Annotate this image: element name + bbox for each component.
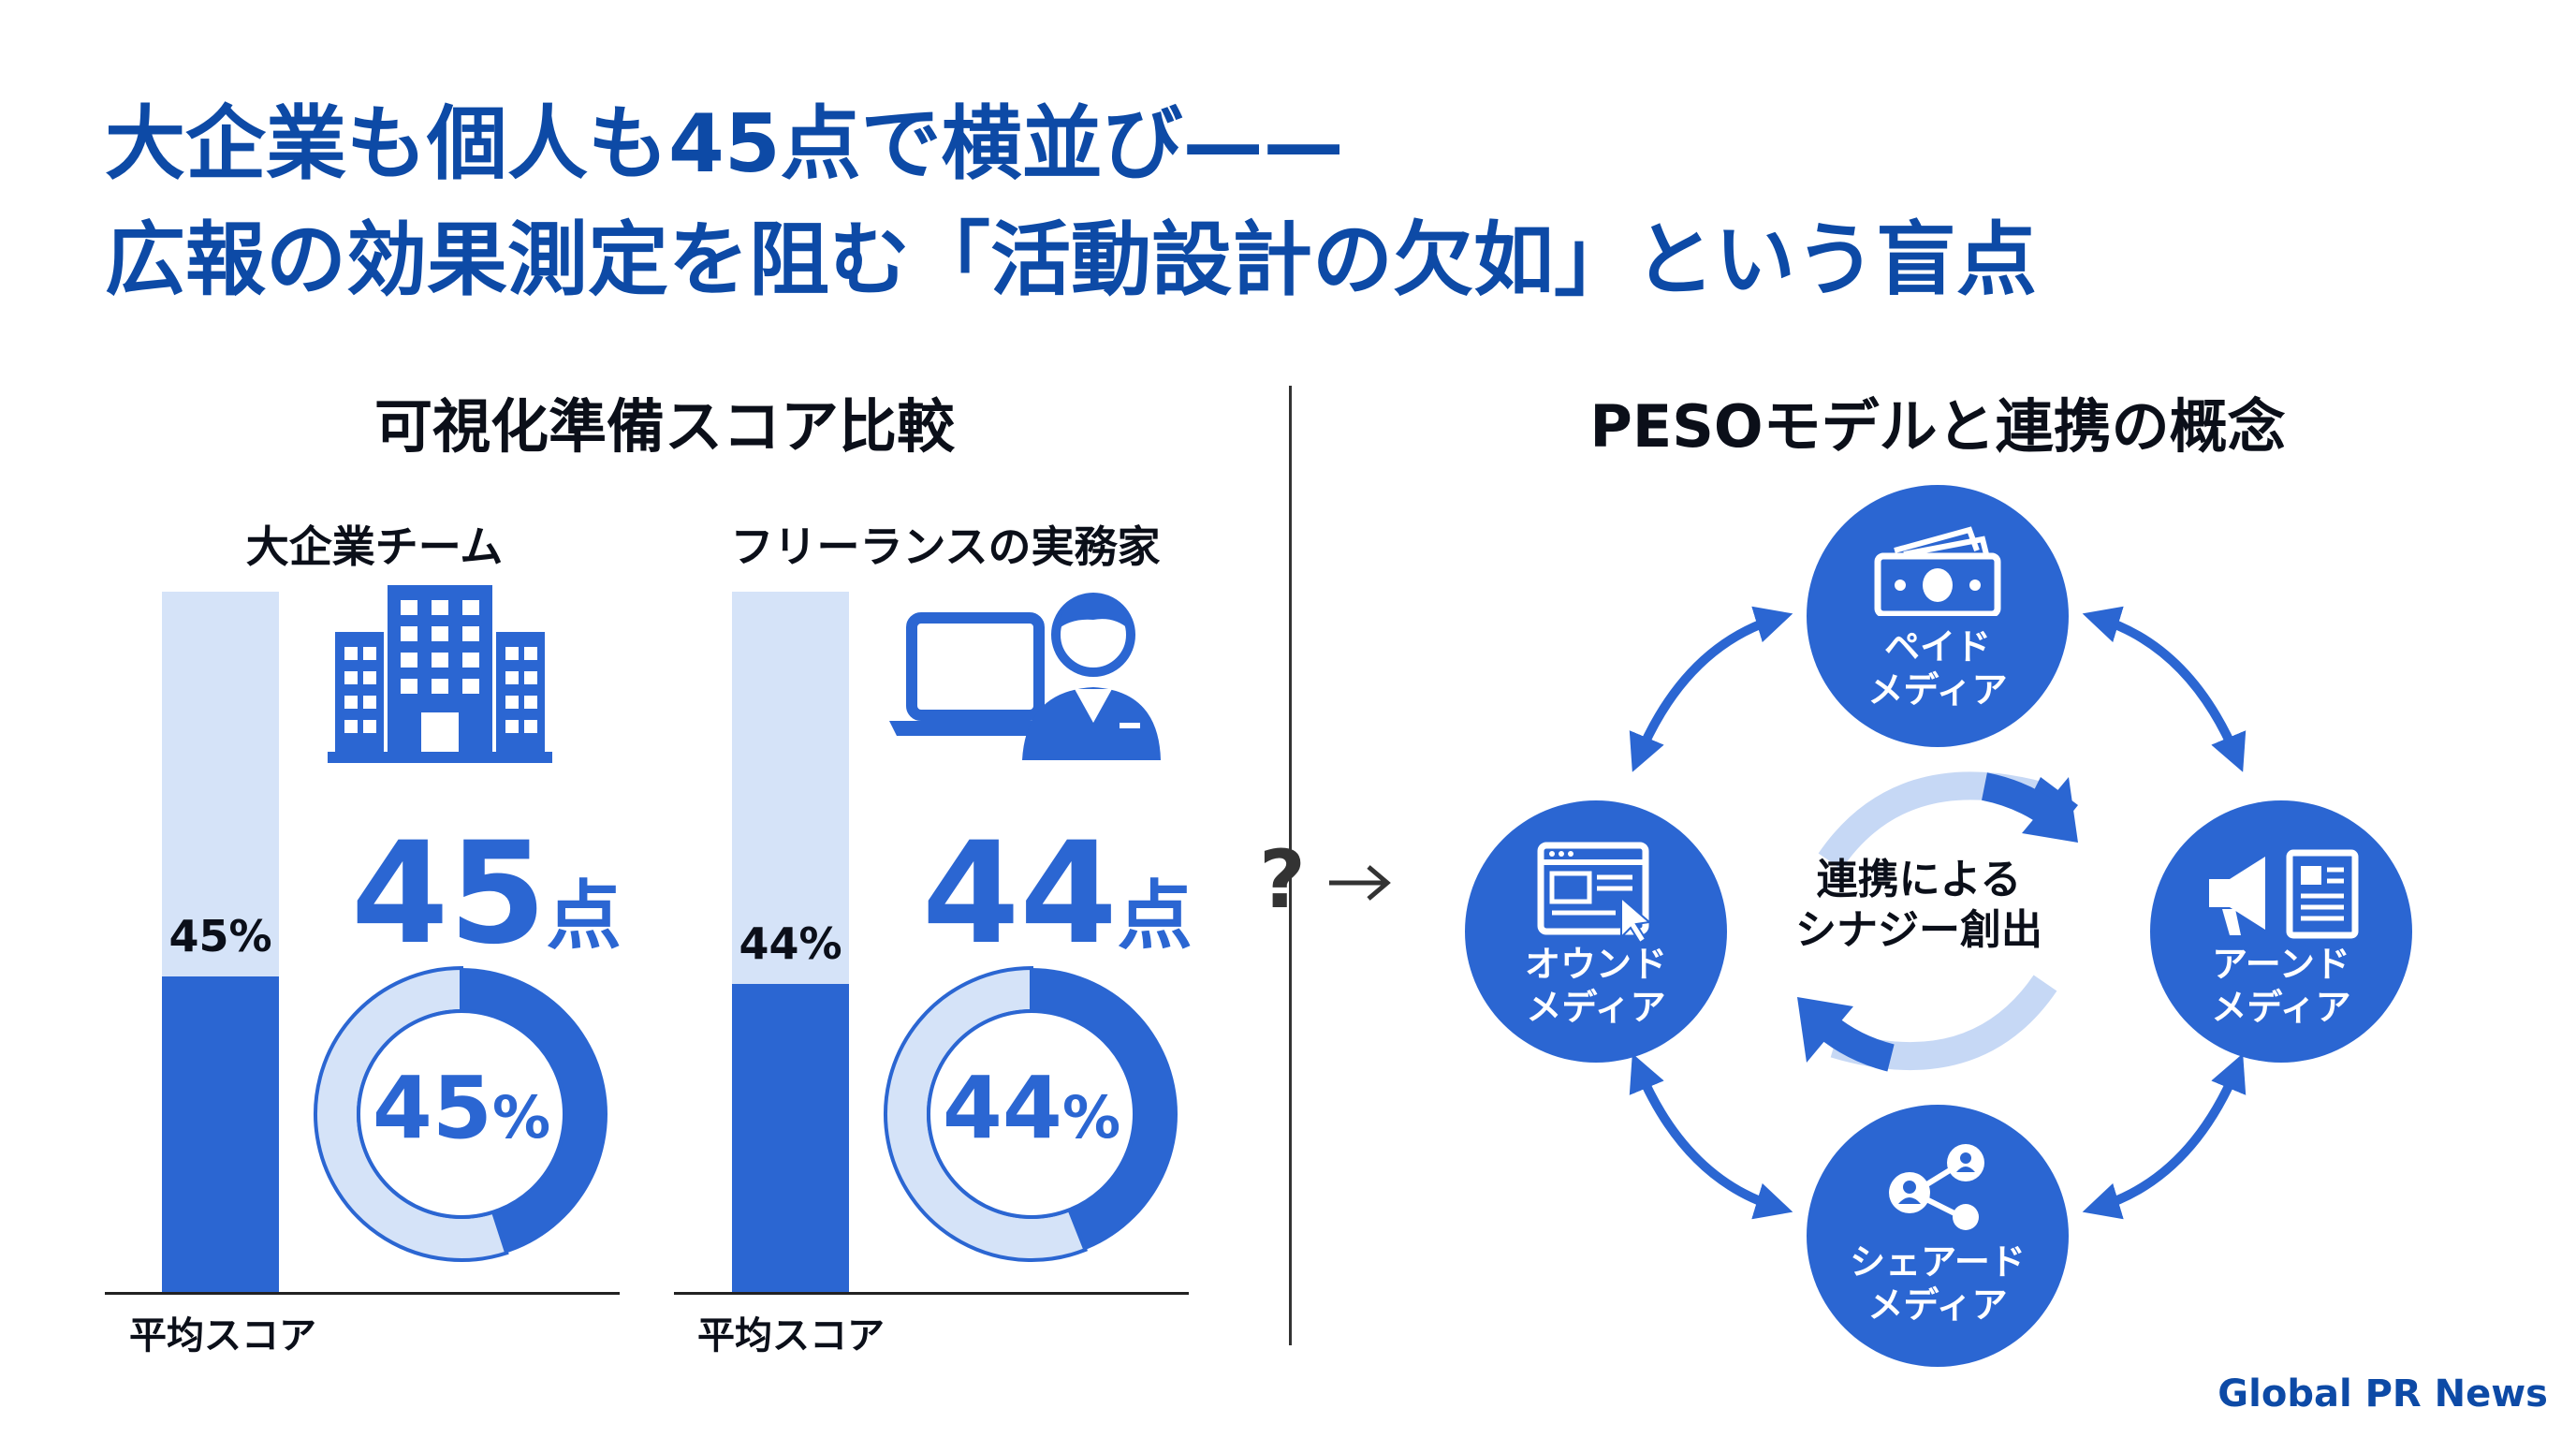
title-line-2: 広報の効果測定を阻む「活動設計の欠如」という盲点 [105,213,2037,307]
axis-label-enterprise: 平均スコア [129,1314,316,1357]
node-shared-media: シェアード メディア [1807,1105,2069,1367]
node-label-earned: アーンド メディア [2211,944,2351,1028]
question-mark: ? [1259,833,1306,927]
arrow-paid-earned [2082,606,2247,772]
web-page-icon [1535,840,1657,943]
donut-svg-enterprise [314,965,607,1262]
score-number-enterprise: 45 [351,813,547,976]
score-number-freelancer: 44 [922,813,1118,976]
score-bar-percent-enterprise: 45% [168,911,272,962]
arrow-earned-shared [2082,1053,2247,1220]
node-label-shared: シェアード メディア [1850,1241,2026,1326]
score-comparison-heading: 可視化準備スコア比較 [373,392,955,461]
page-title: 大企業も個人も45点で横並び—— 広報の効果測定を阻む「活動設計の欠如」という盲… [105,86,2037,318]
baseline-freelancer [674,1292,1189,1295]
score-value-freelancer: 44点 [922,824,1193,987]
donut-unit-freelancer: % [1061,1083,1121,1152]
score-bar-percent-freelancer: 44% [739,917,842,969]
group-label-enterprise: 大企業チーム [245,521,504,572]
arrow-owned-paid [1629,606,1793,772]
node-label-paid: ペイド メディア [1867,626,2008,711]
score-bar-enterprise: 45% [162,592,279,1292]
donut-svg-freelancer [884,965,1178,1262]
office-building-icon [328,585,552,763]
brand-logo-text: Global PR News [2217,1372,2548,1416]
baseline-enterprise [105,1292,620,1295]
megaphone-newspaper-icon [2202,847,2361,941]
donut-unit-enterprise: % [491,1083,551,1152]
score-unit-freelancer: 点 [1117,873,1193,960]
donut-chart-freelancer [882,964,1181,1264]
synergy-center-text: 連携による シナジー創出 [1795,856,2042,954]
node-paid-media: ペイド メディア [1807,485,2069,747]
score-bar-freelancer: 44% [732,592,849,1292]
group-label-freelancer: フリーランスの実務家 [730,521,1161,572]
arrow-right-icon [1327,859,1393,906]
title-line-1: 大企業も個人も45点で横並び—— [105,97,1344,191]
share-network-icon [1881,1142,1994,1236]
peso-connectors [1460,487,2396,1348]
section-divider [1289,386,1292,1345]
donut-number-enterprise: 45 [372,1058,492,1158]
donut-label-freelancer: 44% [919,1058,1144,1158]
score-bar-fill-freelancer [732,983,849,1292]
money-icon [1872,526,2003,616]
score-bar-fill-enterprise [162,976,279,1292]
score-unit-enterprise: 点 [546,873,622,960]
peso-heading: PESOモデルと連携の概念 [1589,392,2286,461]
score-value-enterprise: 45点 [351,824,622,987]
donut-chart-enterprise [312,964,611,1264]
arrow-shared-owned [1629,1053,1793,1220]
donut-number-freelancer: 44 [942,1058,1062,1158]
node-earned-media: アーンド メディア [2150,800,2412,1063]
node-owned-media: オウンド メディア [1465,800,1727,1063]
axis-label-freelancer: 平均スコア [697,1314,885,1357]
donut-label-enterprise: 45% [349,1058,574,1158]
node-label-owned: オウンド メディア [1524,944,1667,1028]
freelancer-laptop-icon [889,582,1161,760]
